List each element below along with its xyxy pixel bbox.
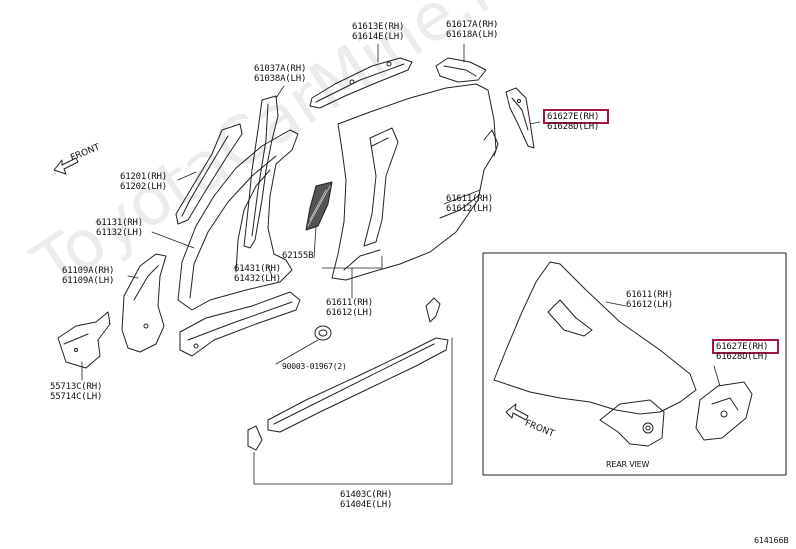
- label-62155: 62155B: [282, 251, 314, 261]
- label-61613: 61613E(RH) 61614E(LH): [352, 22, 404, 42]
- label-55713-lh: 55714C(LH): [50, 392, 103, 402]
- highlight-61627-main: [543, 109, 609, 124]
- label-inset-61611-lh: 61612(LH): [626, 300, 673, 310]
- label-inset-61611-rh: 61611(RH): [626, 290, 673, 300]
- label-61403-rh: 61403C(RH): [340, 490, 393, 500]
- label-61403: 61403C(RH) 61404E(LH): [340, 490, 392, 510]
- label-90003-code: 90003-01967(2): [282, 362, 347, 371]
- label-61431-lh: 61432(LH): [234, 274, 281, 284]
- label-61403-lh: 61404E(LH): [340, 500, 393, 510]
- part-61613-roof-rail: [309, 57, 413, 109]
- label-61109-lh: 61109A(LH): [62, 276, 115, 286]
- label-61613-lh: 61614E(LH): [352, 32, 405, 42]
- part-61403-rocker-outer: [247, 297, 449, 451]
- leader-lines: [81, 43, 721, 485]
- label-90003: 90003-01967(2): [282, 362, 347, 372]
- inset-frame: [482, 252, 787, 476]
- part-62155-patch: [305, 181, 333, 231]
- label-61611-lower: 61611(RH) 61612(LH): [326, 298, 373, 318]
- label-61109: 61109A(RH) 61109A(LH): [62, 266, 114, 286]
- label-55713-rh: 55713C(RH): [50, 382, 103, 392]
- label-61109-rh: 61109A(RH): [62, 266, 115, 276]
- part-61617-bracket: [435, 57, 487, 83]
- part-61431-rocker-inner: [179, 291, 301, 357]
- part-61109-lower-pillar: [121, 253, 167, 353]
- label-inset-61627: 61627E(RH) 61628D(LH): [716, 342, 768, 362]
- diagram-code: 614166B: [754, 536, 789, 545]
- label-61431-rh: 61431(RH): [234, 264, 281, 274]
- part-61131-pillar-assembly: [177, 129, 299, 311]
- part-55713-bracket: [57, 311, 111, 369]
- label-61131-rh: 61131(RH): [96, 218, 143, 228]
- inset-61627-panel: [695, 381, 753, 441]
- label-61627-main-rh: 61627E(RH): [547, 112, 600, 122]
- label-61617: 61617A(RH) 61618A(LH): [446, 20, 498, 40]
- highlight-61627-inset: [712, 339, 779, 354]
- inset-caption: REAR VIEW: [606, 460, 650, 469]
- label-62155-code: 62155B: [282, 251, 314, 261]
- inset-quarter-panel: [493, 261, 697, 447]
- label-61617-rh: 61617A(RH): [446, 20, 499, 30]
- label-61037-lh: 61038A(LH): [254, 74, 307, 84]
- label-61201-lh: 61202(LH): [120, 182, 167, 192]
- part-61201-front-pillar: [175, 123, 243, 225]
- label-inset-61627-lh: 61628D(LH): [716, 352, 769, 362]
- label-61431: 61431(RH) 61432(LH): [234, 264, 281, 284]
- label-inset-61611: 61611(RH) 61612(LH): [626, 290, 673, 310]
- part-90003-plug: [314, 325, 332, 341]
- label-61627-main: 61627E(RH) 61628D(LH): [547, 112, 599, 132]
- label-61617-lh: 61618A(LH): [446, 30, 499, 40]
- label-61611-lower-lh: 61612(LH): [326, 308, 373, 318]
- part-61611-quarter-panel: [331, 83, 499, 281]
- label-61611-main-lh: 61612(LH): [446, 204, 493, 214]
- label-55713: 55713C(RH) 55714C(LH): [50, 382, 102, 402]
- part-61037-center-pillar: [243, 95, 279, 249]
- label-61627-main-lh: 61628D(LH): [547, 122, 600, 132]
- label-61611-lower-rh: 61611(RH): [326, 298, 373, 308]
- label-61201-rh: 61201(RH): [120, 172, 167, 182]
- label-61611-main-rh: 61611(RH): [446, 194, 493, 204]
- label-inset-61627-rh: 61627E(RH): [716, 342, 769, 352]
- front-arrow-inset: [505, 403, 529, 421]
- label-61611-main: 61611(RH) 61612(LH): [446, 194, 493, 214]
- label-61613-rh: 61613E(RH): [352, 22, 405, 32]
- label-61201: 61201(RH) 61202(LH): [120, 172, 167, 192]
- label-61131-lh: 61132(LH): [96, 228, 143, 238]
- part-61627-small-panel: [505, 87, 535, 149]
- front-arrow-main: [53, 157, 79, 175]
- label-61131: 61131(RH) 61132(LH): [96, 218, 143, 238]
- label-61037-rh: 61037A(RH): [254, 64, 307, 74]
- label-61037: 61037A(RH) 61038A(LH): [254, 64, 306, 84]
